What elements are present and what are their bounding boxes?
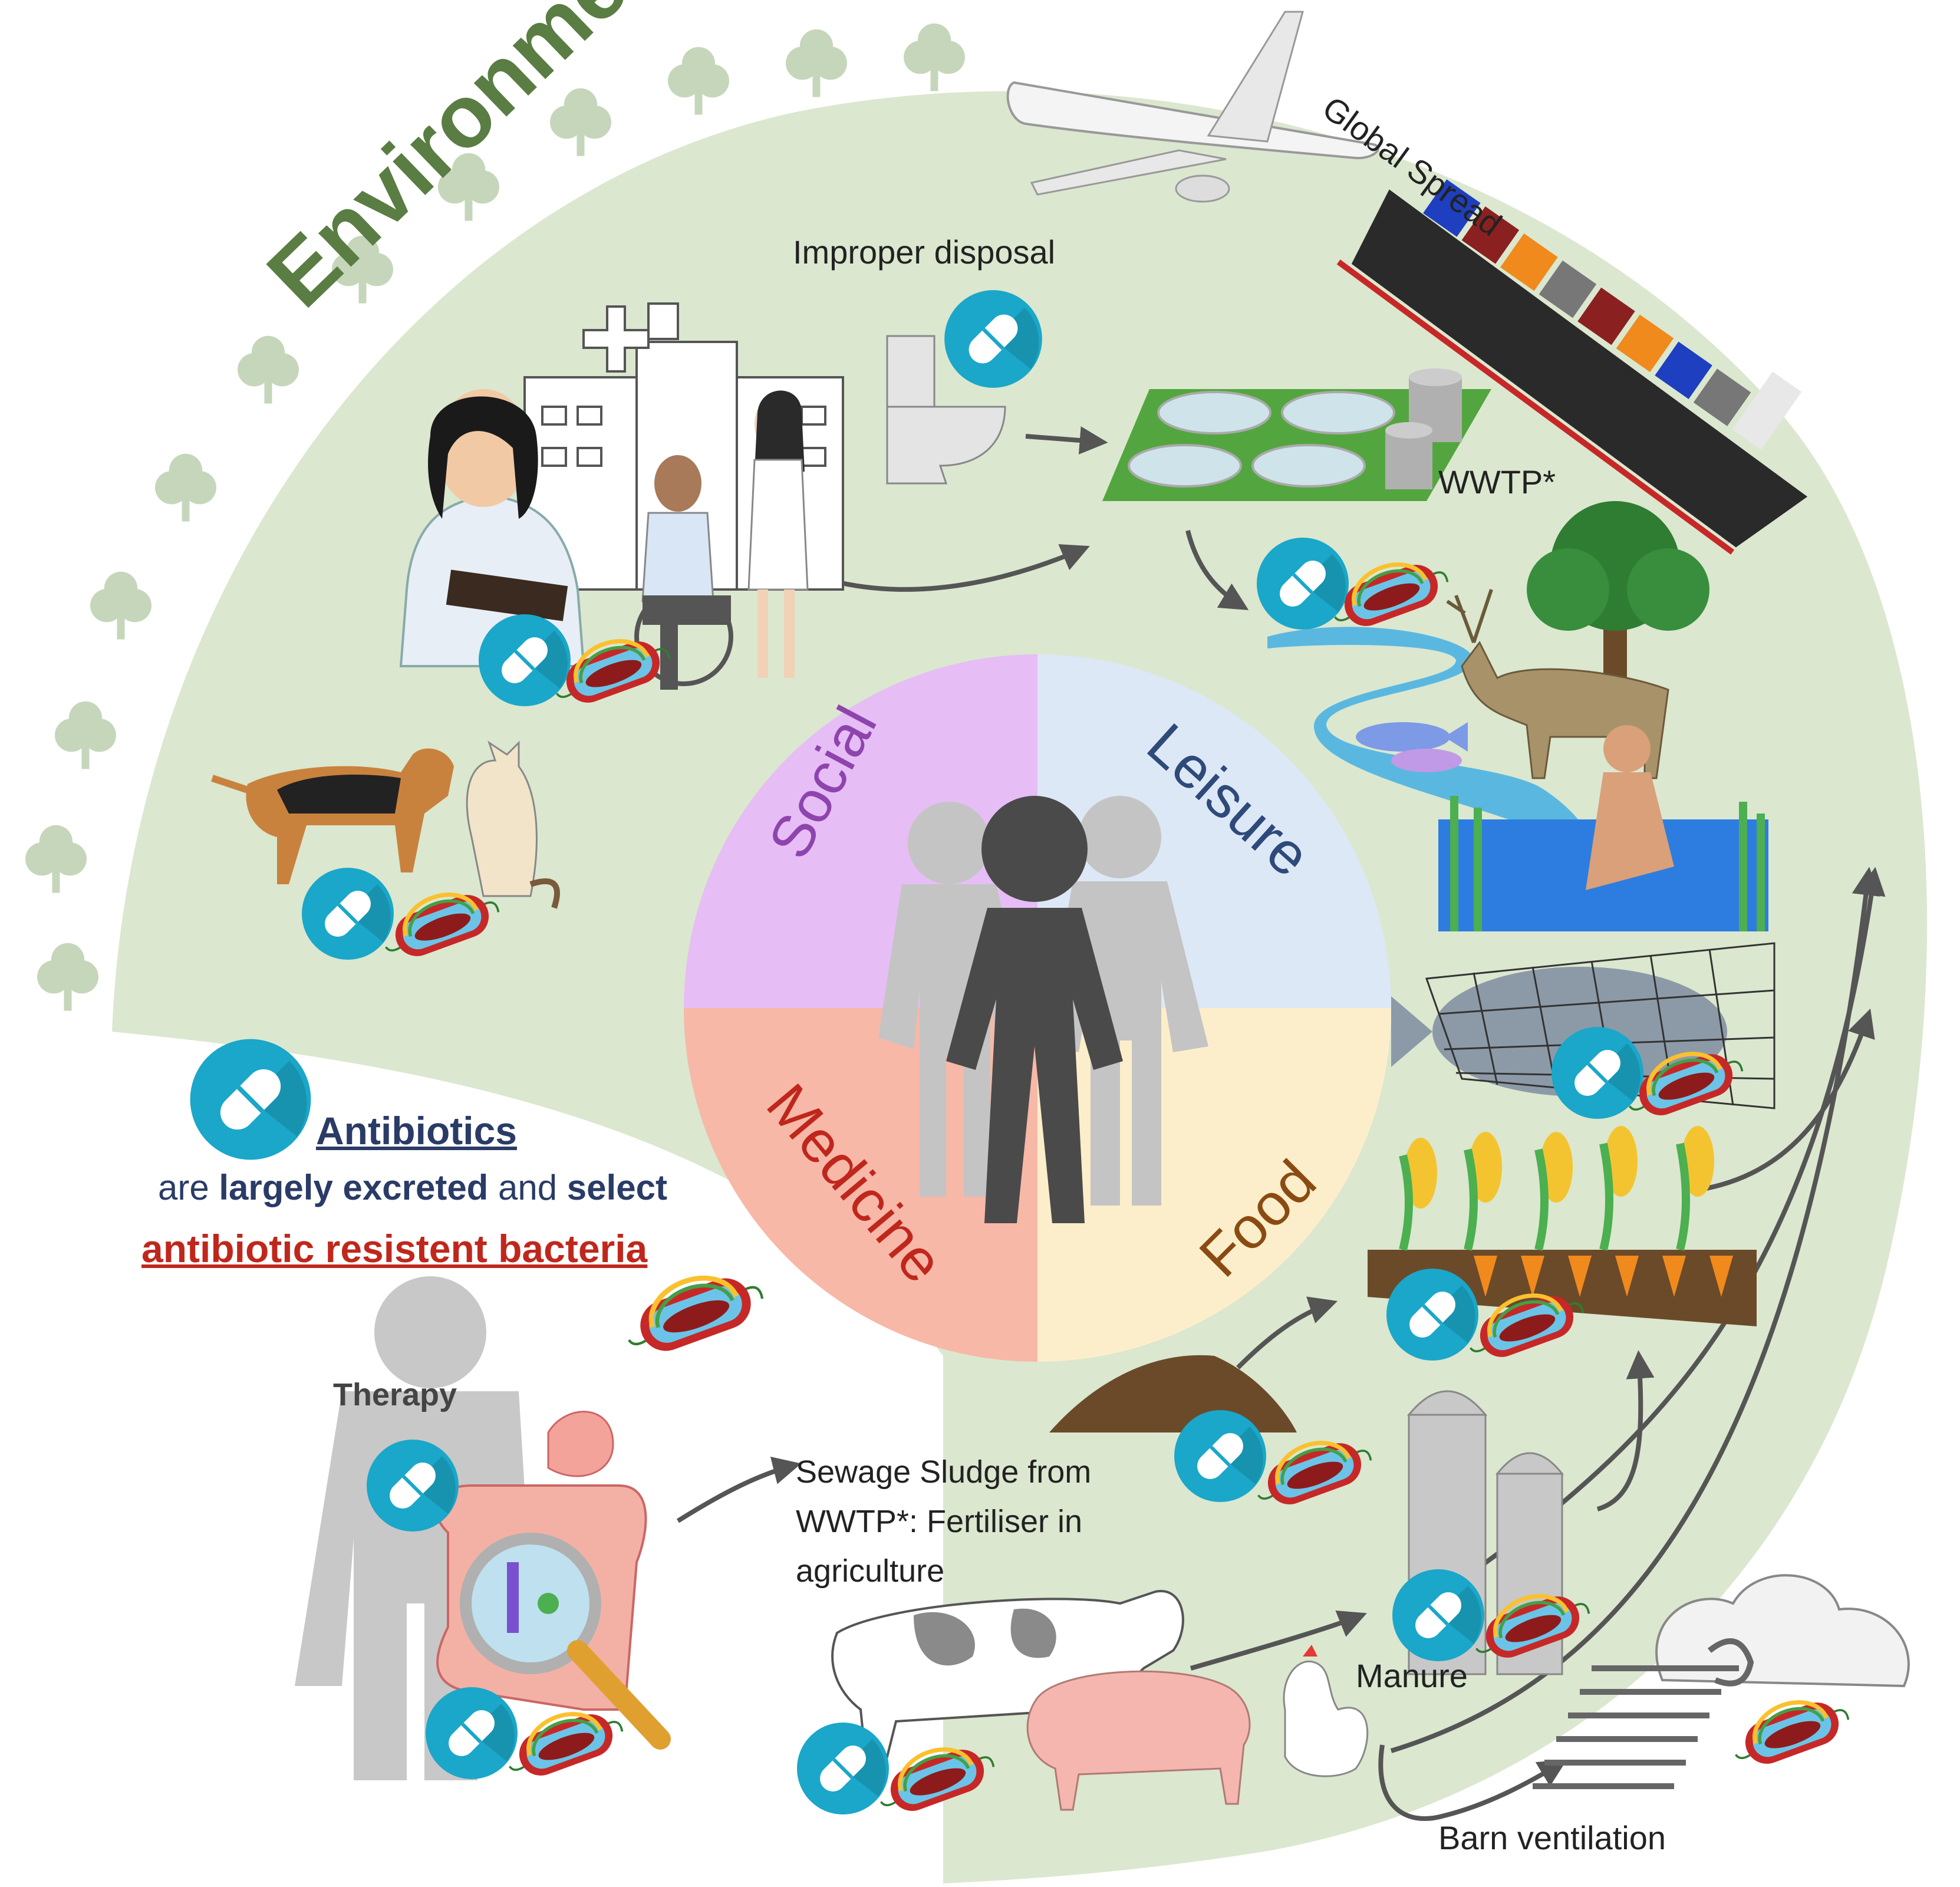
- toilet-icon: [886, 335, 1006, 485]
- statement-largely-excreted: largely excreted: [219, 1168, 489, 1207]
- gut-bacterium: [510, 1701, 622, 1781]
- antibiotics-statement: are largely excreted and select: [158, 1167, 667, 1208]
- sewage-sludge-label: Sewage Sludge from WWTP*: Fertiliser in …: [796, 1454, 1092, 1589]
- antibiotics-pill: [190, 1039, 311, 1160]
- doctor-pill: [479, 614, 571, 706]
- chicken-icon: [1283, 1645, 1369, 1777]
- statement-select: select: [566, 1168, 667, 1207]
- dog-icon: [211, 748, 454, 884]
- fish-icon: [1356, 722, 1468, 772]
- tree-icon: [1527, 501, 1709, 702]
- manure-label: Manure: [1356, 1657, 1468, 1694]
- resistant-bacteria-label: antibiotic resistent bacteria: [141, 1227, 648, 1270]
- improper-disposal-pill: [944, 290, 1042, 388]
- crops-pill: [1386, 1269, 1478, 1361]
- nurse-icon: [747, 390, 809, 678]
- wind-bacterium: [1736, 1689, 1849, 1770]
- cloud-icon: [1655, 1574, 1910, 1688]
- airplane-icon: [1006, 11, 1379, 203]
- manure-pill: [1392, 1569, 1484, 1661]
- soil-pill: [1174, 1410, 1266, 1502]
- cargo-ship-icon: [1336, 179, 1808, 555]
- wind-icon: [1533, 1638, 1754, 1789]
- antibiotics-title: Antibiotics: [316, 1109, 517, 1152]
- improper-disposal-label: Improper disposal: [793, 233, 1056, 271]
- therapy-label: Therapy: [333, 1377, 457, 1412]
- wwtp-icon: [1102, 368, 1491, 501]
- livestock-pill: [797, 1723, 889, 1814]
- therapy-pill: [367, 1440, 459, 1532]
- wwtp-label: WWTP*: [1438, 463, 1556, 500]
- gut-pill: [426, 1687, 518, 1779]
- pets-pill: [302, 868, 394, 960]
- crops-icon: [1368, 1126, 1757, 1326]
- people-group-icon: [878, 796, 1208, 1223]
- river-pill: [1257, 538, 1349, 630]
- river-icon: [1267, 627, 1603, 861]
- quadrant-food: [1037, 1008, 1391, 1362]
- pig-icon: [1026, 1670, 1251, 1811]
- free-bacterium: [629, 1262, 762, 1358]
- wheelchair-patient-icon: [634, 455, 733, 690]
- statement-word-are: are: [158, 1168, 209, 1207]
- quadrant-medicine: [684, 1008, 1037, 1362]
- magnifier-icon: [460, 1533, 671, 1750]
- barn-ventilation-label: Barn ventilation: [1438, 1819, 1666, 1856]
- cat-icon: [466, 740, 560, 909]
- fish-pill: [1551, 1027, 1643, 1119]
- statement-word-and: and: [498, 1168, 558, 1207]
- swimmers-icon: [1438, 725, 1768, 931]
